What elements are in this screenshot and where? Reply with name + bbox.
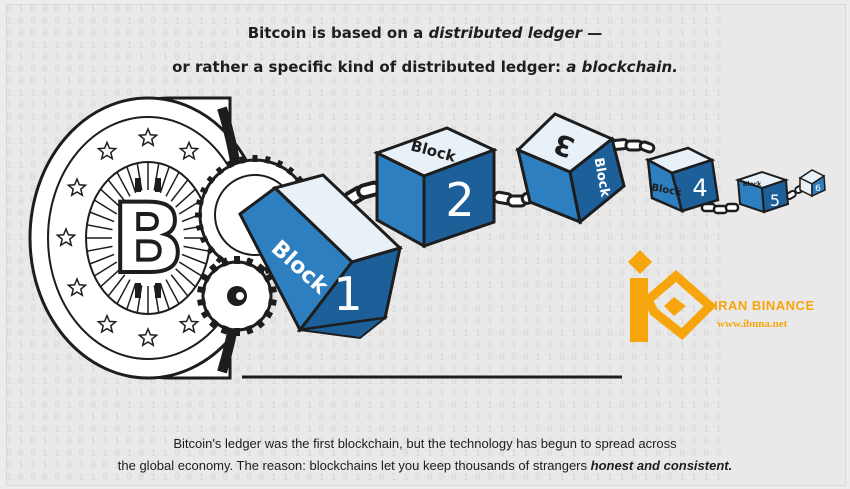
bitcoin-symbol: B	[111, 183, 184, 295]
headline-text: or rather a specific kind of distributed…	[172, 58, 567, 76]
caption-emphasis: honest and consistent.	[590, 458, 733, 473]
chain-link	[700, 202, 740, 215]
caption-text: the global economy. The reason: blockcha…	[117, 458, 591, 473]
block-1: Block 1	[238, 173, 403, 340]
headline-emphasis: distributed ledger	[428, 24, 583, 42]
block-label: Block	[591, 157, 613, 199]
star-icon	[66, 177, 88, 197]
block-number: 4	[692, 174, 707, 202]
block-5: Block 5	[734, 170, 790, 214]
logo-url: www.ibnna.net	[717, 318, 788, 330]
headline-line-1: Bitcoin is based on a distributed ledger…	[0, 24, 850, 42]
block-label: Block	[743, 181, 762, 188]
star-icon	[96, 140, 118, 161]
block-3: 3 Block	[515, 112, 626, 225]
star-icon	[55, 227, 77, 247]
block-number: 2	[445, 173, 474, 227]
iran-binance-logo	[628, 250, 717, 342]
headline-text: Bitcoin is based on a	[247, 24, 429, 42]
star-icon	[178, 140, 200, 161]
caption-line-2: the global economy. The reason: blockcha…	[0, 458, 850, 473]
block-2: Block 2	[373, 126, 498, 249]
small-gear-icon	[197, 256, 277, 336]
block-number: 1	[333, 267, 362, 321]
block-6: 6	[798, 169, 826, 198]
star-icon	[137, 327, 159, 347]
headline-emphasis: a blockchain.	[566, 58, 678, 76]
star-icon	[137, 127, 159, 147]
caption-line-1: Bitcoin's ledger was the first blockchai…	[173, 436, 677, 451]
logo-name: IRAN BINANCE	[714, 298, 815, 313]
headline-line-2: or rather a specific kind of distributed…	[0, 58, 850, 76]
block-label: Block	[650, 182, 682, 198]
star-icon	[178, 313, 200, 334]
headline-text: —	[582, 24, 603, 42]
chain-link	[610, 138, 656, 154]
block-number: 5	[770, 191, 780, 210]
star-icon	[96, 313, 118, 334]
block-number: 6	[815, 184, 821, 194]
star-icon	[66, 277, 88, 297]
block-4: Block 4	[644, 146, 720, 214]
